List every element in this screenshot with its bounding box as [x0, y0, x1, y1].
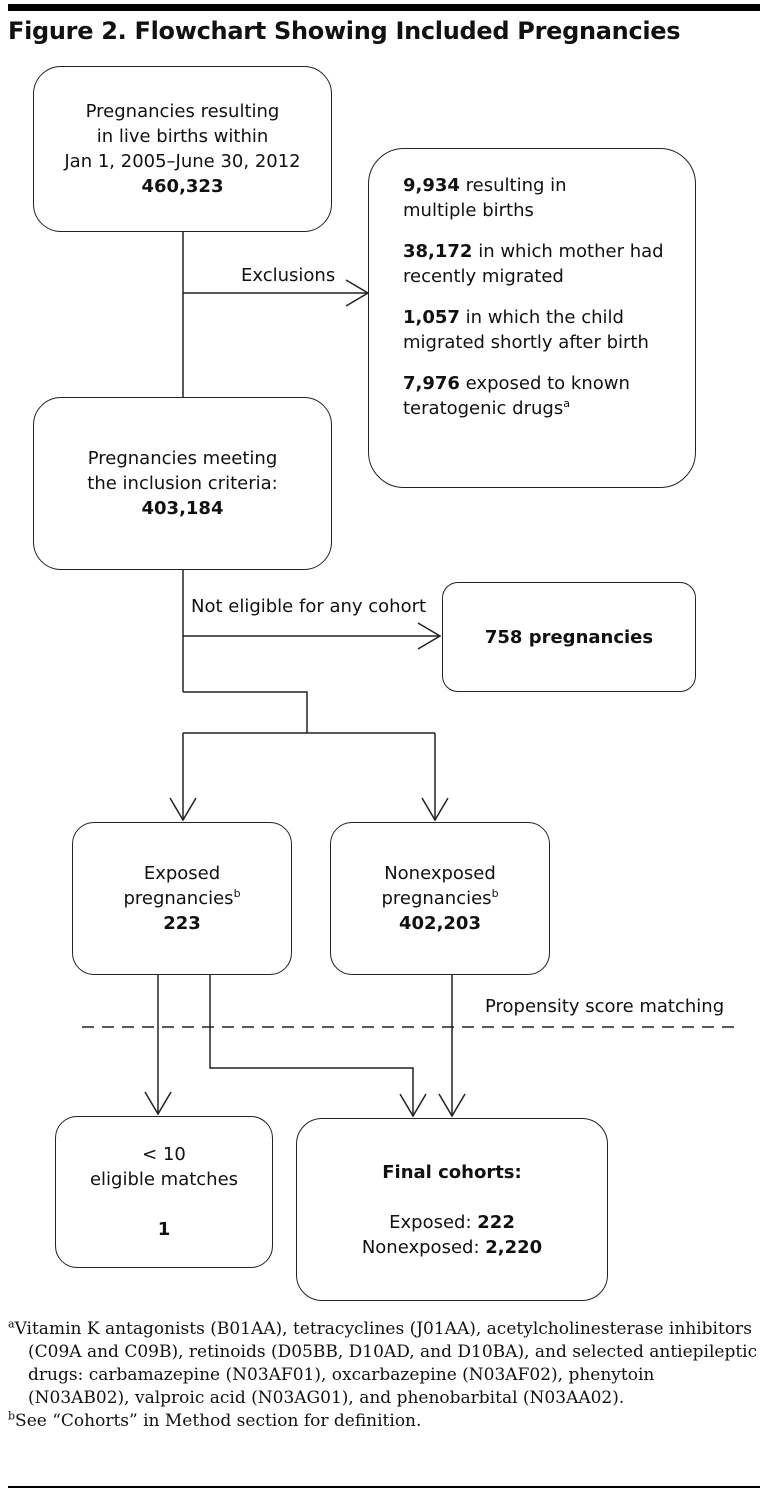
- exclusion-count: 38,172: [403, 241, 473, 262]
- box-inclusion-line1: Pregnancies meeting: [87, 448, 278, 469]
- exclusion-item: 7,976 exposed to known teratogenic drugs…: [403, 371, 685, 421]
- exclusion-text: multiple births: [403, 200, 534, 221]
- footnote-marker: b: [233, 887, 241, 900]
- box-live-births-line1: Pregnancies resulting: [85, 101, 280, 122]
- exclusion-item: 1,057 in which the child migrated shortl…: [403, 305, 685, 355]
- box-exclusions: 9,934 resulting in multiple births 38,17…: [368, 148, 696, 488]
- box-few-matches-line2: eligible matches: [89, 1169, 239, 1190]
- label-propensity-score-matching: Propensity score matching: [482, 996, 728, 1017]
- box-exposed-line1: Exposed: [143, 863, 221, 884]
- box-nonexposed-line1: Nonexposed: [384, 863, 496, 884]
- arrowhead-final-exposed: [399, 1093, 427, 1118]
- arrowhead-exposed: [169, 797, 197, 822]
- connector-split-stem: [183, 691, 308, 733]
- exclusion-text: in which the child: [459, 307, 624, 328]
- exclusion-text: resulting in: [459, 175, 567, 196]
- arrowhead-final-nonexposed: [438, 1093, 466, 1118]
- box-few-matches-line1: < 10: [142, 1144, 186, 1165]
- box-inclusion-line2: the inclusion criteria:: [87, 473, 278, 494]
- exclusion-text: migrated shortly after birth: [403, 332, 649, 353]
- box-exposed: Exposed pregnanciesb 223: [72, 822, 292, 975]
- box-few-matches: < 10 eligible matches 1: [55, 1116, 273, 1268]
- exclusion-text: in which mother had: [472, 241, 664, 262]
- final-exposed-count: 222: [477, 1211, 515, 1233]
- exclusion-item: 9,934 resulting in multiple births: [403, 173, 685, 223]
- label-not-eligible: Not eligible for any cohort: [188, 596, 430, 617]
- box-live-births-count: 460,323: [141, 176, 224, 197]
- footnote-a-marker: a: [8, 1317, 15, 1331]
- exclusion-count: 9,934: [403, 175, 460, 196]
- final-nonexposed-label: Nonexposed:: [361, 1236, 486, 1258]
- box-nonexposed-line2: pregnancies: [381, 888, 492, 909]
- box-not-eligible: 758 pregnancies: [442, 582, 696, 692]
- figure-title: Figure 2. Flowchart Showing Included Pre…: [8, 17, 681, 45]
- footnote-b: bSee “Cohorts” in Method section for def…: [8, 1410, 760, 1433]
- footnotes: aVitamin K antagonists (B01AA), tetracyc…: [8, 1318, 760, 1433]
- final-exposed-label: Exposed:: [389, 1211, 478, 1233]
- exclusion-text: exposed to known: [459, 373, 630, 394]
- bottom-rule: [8, 1486, 760, 1488]
- box-inclusion-criteria: Pregnancies meeting the inclusion criter…: [33, 397, 332, 570]
- label-exclusions: Exclusions: [238, 265, 339, 286]
- box-few-matches-count: 1: [157, 1219, 171, 1240]
- box-live-births-line2: in live births within: [96, 126, 269, 147]
- footnote-a-text: Vitamin K antagonists (B01AA), tetracycl…: [14, 1319, 758, 1408]
- exclusion-item: 38,172 in which mother had recently migr…: [403, 239, 685, 289]
- box-exposed-line2: pregnancies: [123, 888, 234, 909]
- top-rule: [8, 4, 760, 11]
- box-exposed-count: 223: [163, 913, 201, 934]
- box-nonexposed: Nonexposed pregnanciesb 402,203: [330, 822, 550, 975]
- footnote-marker: b: [491, 887, 499, 900]
- box-nonexposed-count: 402,203: [399, 913, 481, 934]
- arrowhead-not-eligible: [417, 622, 442, 650]
- footnote-a: aVitamin K antagonists (B01AA), tetracyc…: [8, 1318, 760, 1410]
- box-final-cohorts: Final cohorts: Exposed: 222 Nonexposed: …: [296, 1118, 608, 1301]
- footnote-b-text: See “Cohorts” in Method section for defi…: [15, 1411, 422, 1431]
- box-live-births-line3: Jan 1, 2005–June 30, 2012: [64, 151, 301, 172]
- arrowhead-few: [144, 1091, 172, 1116]
- final-cohorts-heading: Final cohorts:: [382, 1161, 522, 1183]
- footnote-marker: a: [563, 397, 570, 410]
- footnote-b-marker: b: [8, 1409, 16, 1423]
- arrowhead-nonexposed: [421, 797, 449, 822]
- connector-exposed-final: [209, 975, 414, 1116]
- box-live-births: Pregnancies resulting in live births wit…: [33, 66, 332, 232]
- exclusion-count: 7,976: [403, 373, 460, 394]
- exclusion-text: teratogenic drugs: [403, 398, 564, 419]
- exclusion-text: recently migrated: [403, 266, 564, 287]
- exclusion-count: 1,057: [403, 307, 460, 328]
- box-inclusion-count: 403,184: [141, 498, 224, 519]
- final-nonexposed-count: 2,220: [485, 1236, 543, 1258]
- box-not-eligible-text: 758 pregnancies: [484, 626, 654, 648]
